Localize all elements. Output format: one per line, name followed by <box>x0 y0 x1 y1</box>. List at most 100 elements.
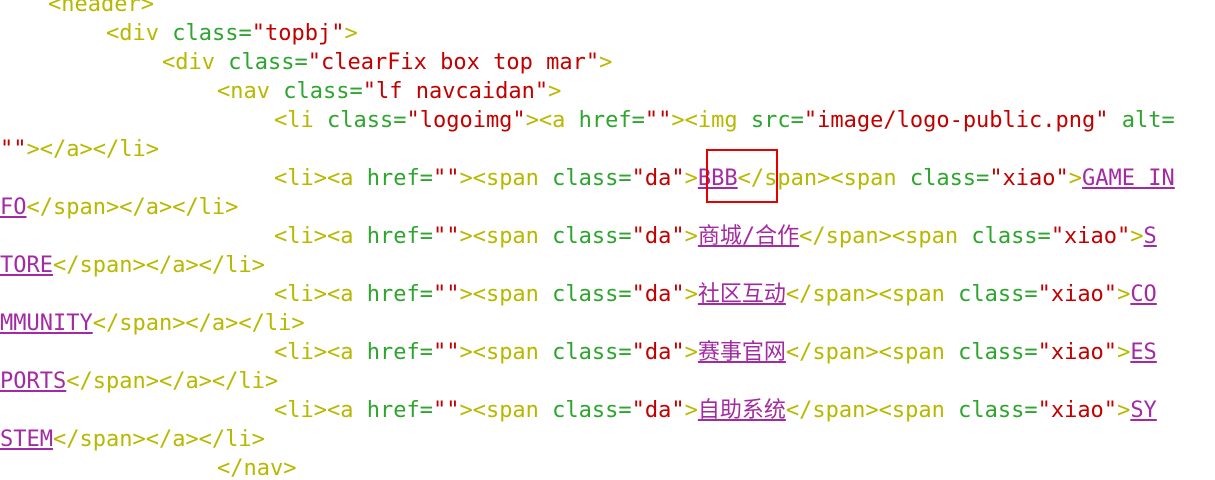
code-token-link: SY <box>1130 398 1157 423</box>
code-token-attr: class= <box>228 50 308 75</box>
code-line[interactable]: STEM</span></a></li> <box>0 425 1215 454</box>
code-line[interactable]: ""></a></li> <box>0 135 1215 164</box>
code-line[interactable]: <header> <box>0 0 1215 19</box>
code-token-tag: <li><a <box>274 340 367 365</box>
code-token-tag: > <box>684 224 698 249</box>
code-token-attr: href= <box>366 398 433 423</box>
code-token-attr: class= <box>958 398 1038 423</box>
code-token-attr: src= <box>750 108 804 133</box>
code-token-tag: > <box>1068 166 1083 191</box>
code-token-tag: <li><a <box>274 166 367 191</box>
code-line[interactable]: <li><a href=""><span class="da">社区互动</sp… <box>0 280 1215 309</box>
code-token-tag: <div <box>106 21 173 46</box>
code-token-tag: > <box>548 79 562 104</box>
code-token-tag: > <box>684 398 698 423</box>
code-token-tag: </span><span <box>737 166 910 191</box>
code-token-str: "xiao" <box>1050 224 1131 249</box>
code-token-str: "da" <box>631 340 685 365</box>
code-line[interactable]: MMUNITY</span></a></li> <box>0 309 1215 338</box>
code-line[interactable]: PORTS</span></a></li> <box>0 367 1215 396</box>
code-token-tag: </span></a></li> <box>66 369 279 394</box>
code-token-attr: class= <box>552 282 632 307</box>
code-token-tag: </span><span <box>785 282 959 307</box>
code-token-str: "xiao" <box>1037 398 1118 423</box>
code-line[interactable]: <div class="clearFix box top mar"> <box>0 48 1215 77</box>
code-token-tag: ><span <box>459 224 553 249</box>
code-token-tag: </span><span <box>799 224 972 249</box>
code-token-tag: </span></a></li> <box>26 195 239 220</box>
code-token-link: GAME IN <box>1082 166 1175 191</box>
code-token-link: ES <box>1130 340 1157 365</box>
code-line[interactable]: <li><a href=""><span class="da">BBB</spa… <box>0 164 1215 193</box>
code-token-tag: <li><a <box>274 224 367 249</box>
code-token-tag: </span><span <box>785 398 959 423</box>
code-token-str: "" <box>644 108 672 133</box>
code-token-str: "xiao" <box>1037 340 1118 365</box>
code-token-str: "" <box>432 166 460 191</box>
code-token-tag: > <box>1117 340 1131 365</box>
code-token-link: PORTS <box>0 369 67 394</box>
code-token-str: "da" <box>631 398 685 423</box>
code-token-tag: <li <box>274 108 327 133</box>
code-token-link: 赛事官网 <box>697 340 786 365</box>
code-token-tag: </span></a></li> <box>92 311 305 336</box>
code-token-attr: class= <box>552 166 632 191</box>
code-token-str: "lf navcaidan" <box>362 79 549 104</box>
code-token-attr: class= <box>283 79 363 104</box>
code-token-tag: ><img <box>671 108 751 133</box>
code-token-tag: > <box>1117 282 1131 307</box>
code-token-link: 社区互动 <box>697 282 786 307</box>
code-token-attr: href= <box>578 108 645 133</box>
code-token-tag: <li><a <box>274 398 367 423</box>
code-token-attr: href= <box>366 340 433 365</box>
code-token-attr: class= <box>172 21 252 46</box>
code-token-attr: href= <box>366 282 433 307</box>
code-token-tag: <header> <box>48 0 154 17</box>
code-token-attr: class= <box>958 340 1038 365</box>
code-token-str: "" <box>432 340 460 365</box>
code-token-tag: </nav> <box>217 456 297 480</box>
code-token-str: "xiao" <box>989 166 1069 191</box>
code-line[interactable]: <li class="logoimg"><a href=""><img src=… <box>0 106 1215 135</box>
code-token-tag: > <box>684 166 698 191</box>
code-token-link: TORE <box>0 253 53 278</box>
code-token-str: "topbj" <box>251 21 345 46</box>
code-token-attr: class= <box>552 224 632 249</box>
code-token-attr: href= <box>366 224 433 249</box>
code-line[interactable]: <li><a href=""><span class="da">自助系统</sp… <box>0 396 1215 425</box>
code-token-tag: ><span <box>459 166 553 191</box>
code-token-link: 商城/合作 <box>697 224 800 249</box>
code-token-tag: ><span <box>459 340 553 365</box>
code-token-tag: > <box>344 21 358 46</box>
code-token-attr: class= <box>909 166 990 191</box>
code-line[interactable]: <li><a href=""><span class="da">商城/合作</s… <box>0 222 1215 251</box>
code-token-attr: class= <box>971 224 1051 249</box>
code-token-tag: > <box>684 340 698 365</box>
code-token-attr: class= <box>552 398 632 423</box>
code-line[interactable]: <nav class="lf navcaidan"> <box>0 77 1215 106</box>
code-line[interactable]: TORE</span></a></li> <box>0 251 1215 280</box>
code-token-attr: class= <box>552 340 632 365</box>
code-token-tag: > <box>684 282 698 307</box>
code-token-str: "" <box>432 398 460 423</box>
code-token-tag: > <box>1117 398 1131 423</box>
code-token-attr: href= <box>366 166 433 191</box>
code-token-str: "da" <box>631 282 685 307</box>
code-line[interactable]: </nav> <box>0 454 1215 480</box>
code-token-str: "" <box>0 137 27 162</box>
code-token-str: "clearFix box top mar" <box>307 50 600 75</box>
code-token-link: 自助系统 <box>697 398 786 423</box>
code-token-tag: ></a></li> <box>26 137 159 162</box>
code-token-tag: <li><a <box>274 282 367 307</box>
code-line[interactable]: <li><a href=""><span class="da">赛事官网</sp… <box>0 338 1215 367</box>
code-line[interactable]: <div class="topbj"> <box>0 19 1215 48</box>
code-token-str: "xiao" <box>1037 282 1118 307</box>
code-token-tag: > <box>1130 224 1144 249</box>
code-token-tag: <div <box>162 50 229 75</box>
code-token-str: "" <box>432 282 460 307</box>
code-line[interactable]: FO</span></a></li> <box>0 193 1215 222</box>
code-token-tag: ><a <box>525 108 579 133</box>
code-token-tag: <nav <box>217 79 284 104</box>
code-token-attr: class= <box>958 282 1038 307</box>
